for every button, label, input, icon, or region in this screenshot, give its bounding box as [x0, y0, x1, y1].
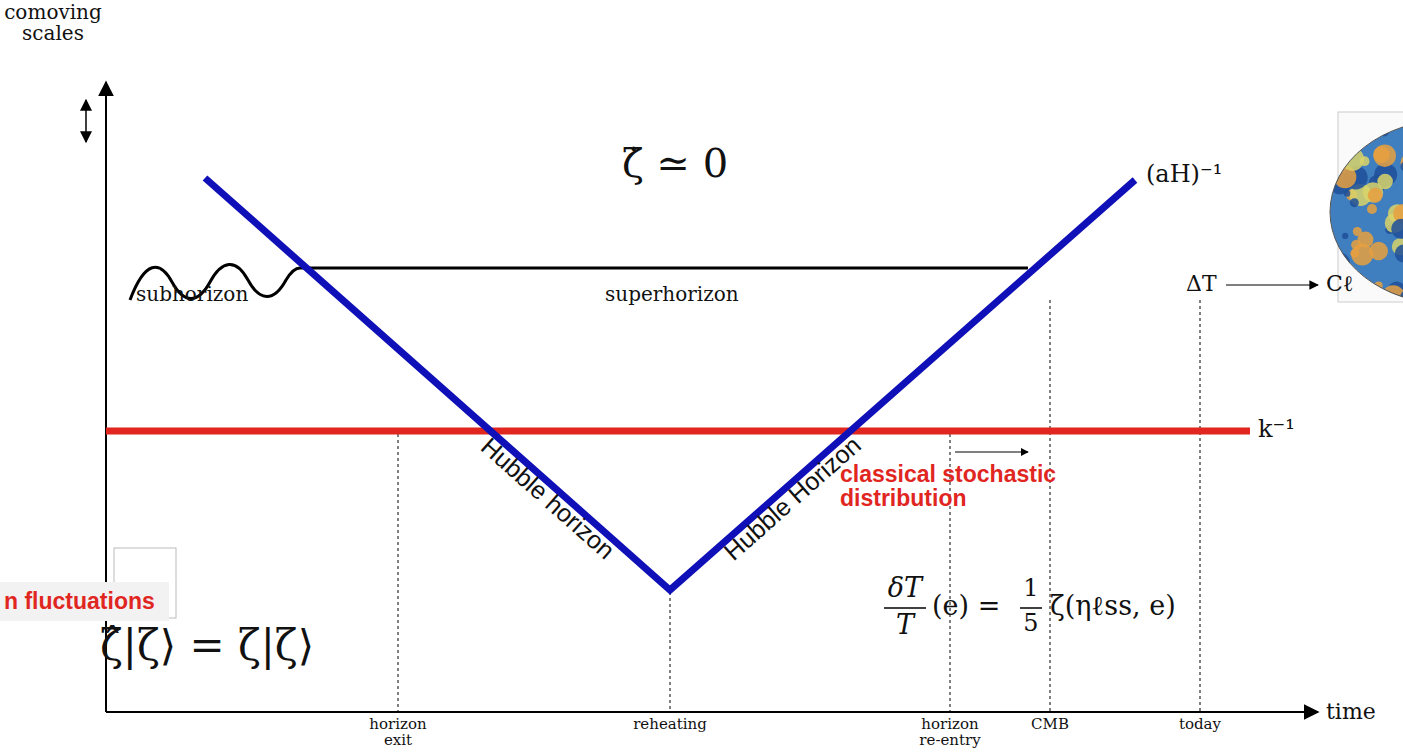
horizon-label: Hubble horizon [476, 432, 619, 563]
cmb-spot [1353, 283, 1375, 305]
math-label: T [896, 611, 914, 639]
cmb-spot [1401, 161, 1403, 171]
math-label: 5 [1023, 611, 1038, 636]
cmb-spot [1391, 219, 1403, 239]
note-text: n fluctuations [4, 588, 155, 615]
cmb-spot [1400, 289, 1403, 309]
time-label: reheating [633, 717, 707, 733]
note-box: n fluctuations [0, 582, 169, 621]
axis-label: k⁻¹ [1258, 417, 1295, 442]
math-label: ζ(ηℓss, e) [1050, 592, 1176, 620]
arrow [955, 452, 1028, 453]
k-line [106, 428, 1250, 435]
cmb-spot [1368, 188, 1383, 203]
time-markers [398, 300, 1200, 712]
cmb-spot [1335, 299, 1345, 309]
time-label: horizon re-entry [915, 717, 985, 749]
cmb-spot [1395, 245, 1403, 263]
cmb-spot [1350, 281, 1370, 301]
cmb-spot [1328, 162, 1335, 169]
time-label: today [1179, 717, 1221, 733]
cmb-spot [1401, 153, 1403, 172]
cmb-spot [1324, 114, 1337, 127]
cmb-spot [1382, 285, 1403, 309]
arrow [1226, 284, 1318, 285]
math-label: (e) = [932, 592, 1000, 620]
mode-line [300, 267, 1028, 270]
note: classical stochastic distribution [840, 462, 1090, 510]
math-label: ζ̇ ≃ 0 [622, 142, 728, 184]
cmb-spot [1323, 129, 1346, 152]
time-label: horizon exit [363, 717, 433, 749]
hubble-horizon [205, 178, 1135, 590]
time-label: CMB [1031, 717, 1069, 733]
cmb-spot [1337, 136, 1345, 144]
cmb-spot [1374, 145, 1396, 167]
axis-label: time [1326, 700, 1376, 723]
math-label: Cℓ [1326, 272, 1353, 295]
axis-label: (aH)⁻¹ [1146, 162, 1222, 187]
region-label: superhorizon [605, 284, 739, 305]
cmb-spot [1357, 232, 1373, 248]
math-label: ΔT [1186, 272, 1217, 295]
fraction-bar [884, 607, 926, 609]
region-label: subhorizon [136, 284, 248, 305]
math-label: ζ̂|ζ⟩ = ζ|ζ⟩ [100, 624, 314, 668]
axis-title: comoving scales [3, 2, 103, 44]
math-label: 1 [1023, 576, 1038, 601]
cmb-spot [1329, 253, 1350, 274]
scale-arrow [85, 100, 87, 142]
cmb-map [1322, 114, 1403, 309]
cmb-spot [1349, 118, 1363, 132]
cmb-spot [1350, 249, 1359, 258]
math-label: δT [888, 574, 922, 602]
cmb-spot [1367, 204, 1377, 214]
cmb-spot [1373, 146, 1390, 163]
fraction-bar [1020, 607, 1042, 609]
cmb-spot [1327, 129, 1344, 146]
cmb-spot [1350, 198, 1359, 207]
x-axis [106, 711, 1318, 713]
cmb-spot [1342, 233, 1348, 239]
cmb-spot [1344, 190, 1350, 196]
